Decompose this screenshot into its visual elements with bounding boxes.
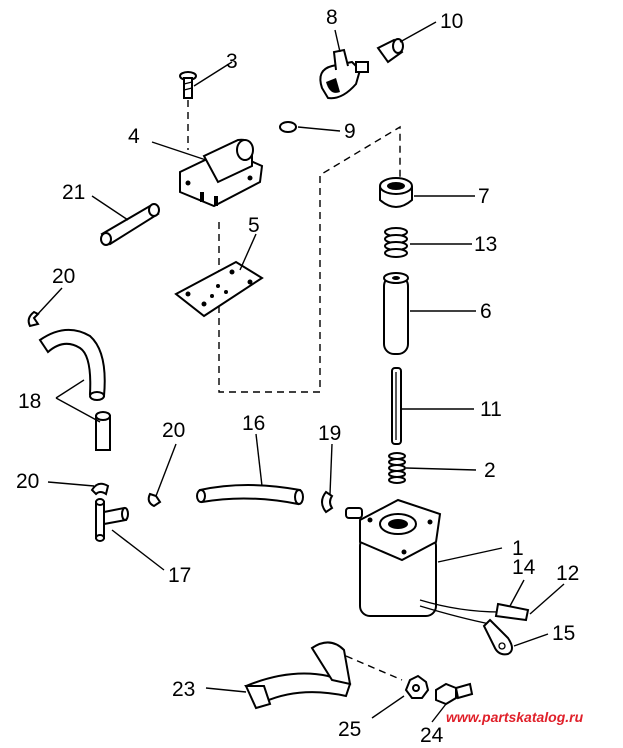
callout-17: 17 (168, 564, 191, 587)
part-1-pump-body (345, 498, 530, 656)
callout-21: 21 (62, 181, 85, 204)
leader-24 (431, 703, 447, 723)
callout-12: 12 (556, 562, 579, 585)
part-8-elbow-fitting (319, 48, 369, 100)
leader-1 (437, 547, 503, 563)
callout-9: 9 (344, 120, 356, 143)
part-17-tee-fitting (95, 498, 129, 542)
callout-18: 18 (18, 390, 41, 413)
leader-18-b (55, 397, 101, 423)
assembly-dashed-line (218, 125, 401, 393)
part-5-diaphragm (174, 260, 264, 318)
part-20-clip-middle (147, 492, 162, 508)
leader-15 (513, 633, 549, 647)
callout-23: 23 (172, 678, 195, 701)
callout-20-lower: 20 (16, 470, 39, 493)
callout-2: 2 (484, 459, 496, 482)
leader-16 (255, 433, 263, 487)
leader-12 (529, 583, 565, 615)
part-25-lock-washer (404, 674, 430, 699)
part-20-clip-lower-left (90, 482, 110, 496)
leader-3 (193, 61, 233, 87)
part-11-plunger (391, 367, 402, 445)
leader-4 (151, 141, 207, 161)
watermark-text: www.partskatalog.ru (446, 709, 584, 725)
strap-dashed-line (345, 655, 403, 681)
part-9-o-ring (279, 121, 297, 133)
callout-4: 4 (128, 125, 140, 148)
part-2-spring (388, 452, 406, 484)
part-16-straight-hose (196, 484, 304, 506)
leader-20-middle (155, 443, 177, 497)
callout-25: 25 (338, 718, 361, 741)
part-18-elbow-hose (38, 329, 111, 451)
part-10-sleeve (376, 38, 404, 64)
callout-19: 19 (318, 422, 341, 445)
part-21-hose (100, 203, 160, 246)
callout-10: 10 (440, 10, 463, 33)
part-20-clip-upper (27, 310, 40, 328)
part-19-clip (321, 490, 334, 514)
leader-19 (329, 443, 333, 495)
part-13-spring (384, 227, 408, 258)
part-24-bolt (435, 682, 474, 706)
callout-5: 5 (248, 214, 260, 237)
leader-10 (399, 21, 437, 43)
leader-2 (405, 467, 477, 471)
part-3-screw (179, 71, 197, 99)
callout-7: 7 (478, 185, 490, 208)
callout-11: 11 (480, 398, 502, 421)
leader-20-lower (47, 481, 95, 487)
callout-16: 16 (242, 412, 265, 435)
part-6-cylinder (383, 272, 409, 355)
leader-5 (239, 233, 257, 271)
leader-23 (205, 687, 247, 693)
callout-15: 15 (552, 622, 575, 645)
leader-21 (91, 195, 129, 221)
callout-14: 14 (512, 556, 536, 579)
callout-1: 1 (512, 537, 524, 560)
callout-20-upper: 20 (52, 265, 75, 288)
leader-17 (111, 529, 165, 571)
callout-3: 3 (226, 50, 238, 73)
callout-20-middle: 20 (162, 419, 185, 442)
leader-9 (297, 126, 341, 132)
callout-13: 13 (474, 233, 497, 256)
part-7-cap (379, 177, 413, 208)
leader-25 (371, 695, 405, 719)
leader-20-upper (35, 287, 63, 317)
callout-8: 8 (326, 6, 338, 29)
callout-24: 24 (420, 724, 444, 747)
leader-14 (509, 579, 525, 607)
leader-8 (334, 29, 341, 53)
leader-18-a (55, 379, 85, 399)
part-23-strap (244, 641, 352, 710)
part-4-pump-cover (179, 138, 264, 208)
callout-6: 6 (480, 300, 492, 323)
